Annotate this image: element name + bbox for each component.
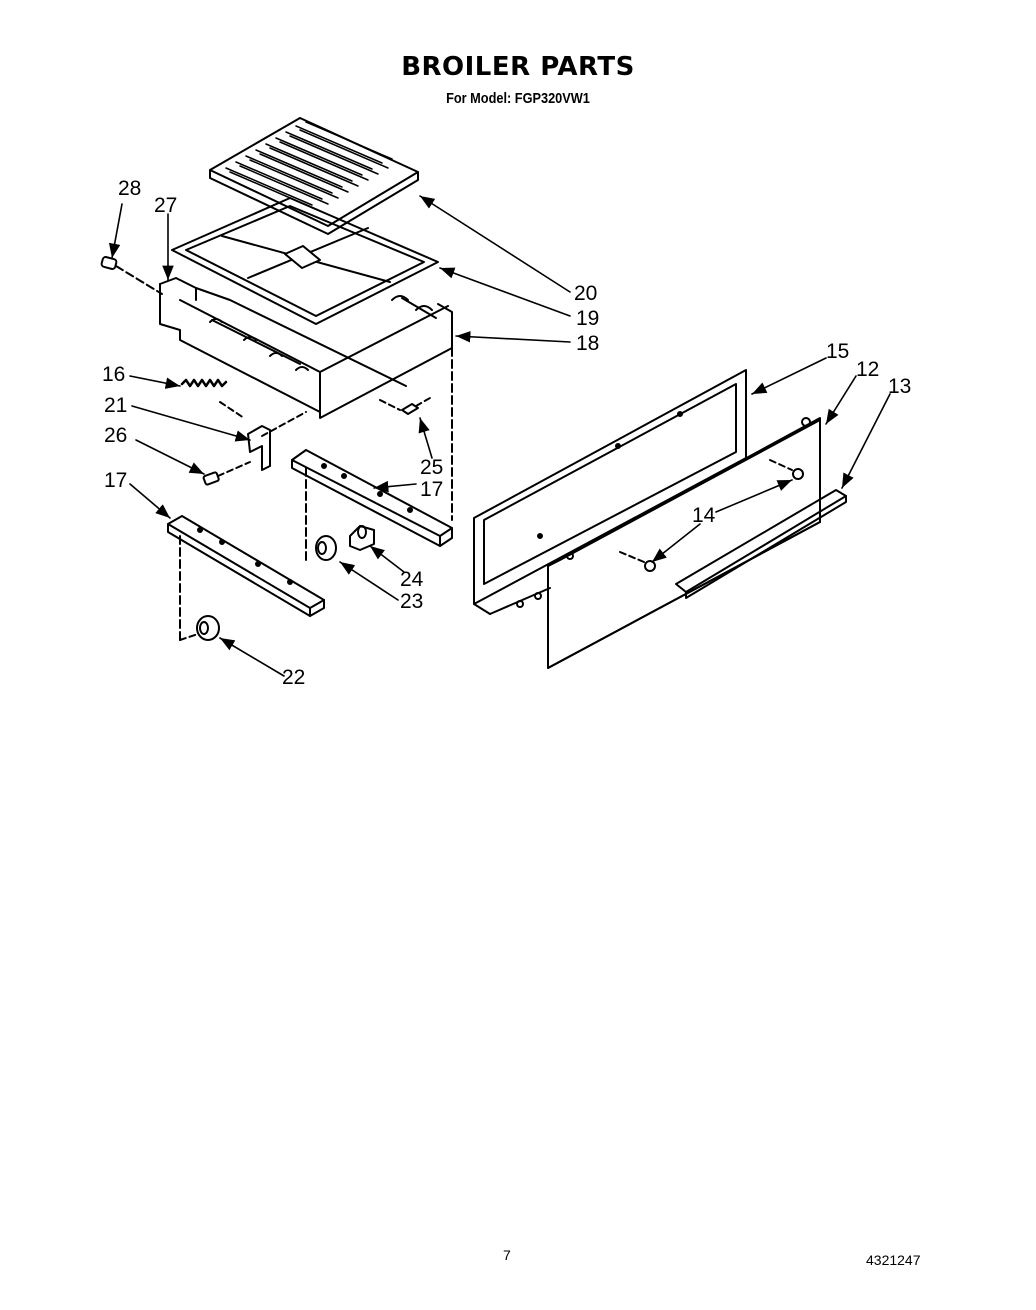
callout-leader-lines: [108, 195, 891, 677]
roller-parts-23-24: [315, 525, 375, 561]
callout-20: 20: [574, 282, 597, 305]
document-number: 4321247: [866, 1252, 921, 1268]
door-handle-part: [675, 489, 847, 599]
callout-14: 14: [692, 504, 716, 527]
callout-labels: 28 27 20 19 18 16 21 26 25 17 17 15 12 1…: [102, 177, 911, 689]
callout-17-upper: 17: [420, 478, 443, 501]
callout-25: 25: [420, 456, 443, 479]
callout-26: 26: [104, 424, 127, 447]
outer-door-panel-part: [547, 417, 821, 669]
broiler-pan-part: [171, 197, 439, 325]
clip-part-25: [379, 397, 431, 415]
callout-18: 18: [576, 332, 599, 355]
spacer-parts-14: [619, 459, 804, 572]
screw-part-26: [202, 461, 251, 486]
model-subtitle: For Model: FGP320VW1: [446, 90, 590, 107]
callout-12: 12: [856, 358, 879, 381]
callout-16: 16: [102, 363, 125, 386]
callout-15: 15: [826, 340, 849, 363]
callout-19: 19: [576, 307, 599, 330]
callout-21: 21: [104, 394, 127, 417]
rail-part-17-lower: [167, 515, 325, 641]
screw-part-28: [100, 256, 163, 295]
callout-17-lower: 17: [104, 469, 127, 492]
callout-23: 23: [400, 590, 423, 613]
inner-door-panel-part: [473, 369, 747, 615]
callout-28: 28: [118, 177, 141, 200]
page-number: 7: [503, 1247, 511, 1263]
spring-part: [180, 378, 245, 419]
rail-part-17-upper: [291, 449, 453, 561]
callout-27: 27: [154, 194, 177, 217]
page-title: BROILER PARTS: [401, 52, 635, 82]
callout-13: 13: [888, 375, 911, 398]
broiler-drawer-part: [159, 277, 453, 521]
bracket-part-21: [247, 411, 307, 471]
roller-part-22: [179, 615, 220, 641]
callout-24: 24: [400, 568, 424, 591]
callout-22: 22: [282, 666, 305, 689]
